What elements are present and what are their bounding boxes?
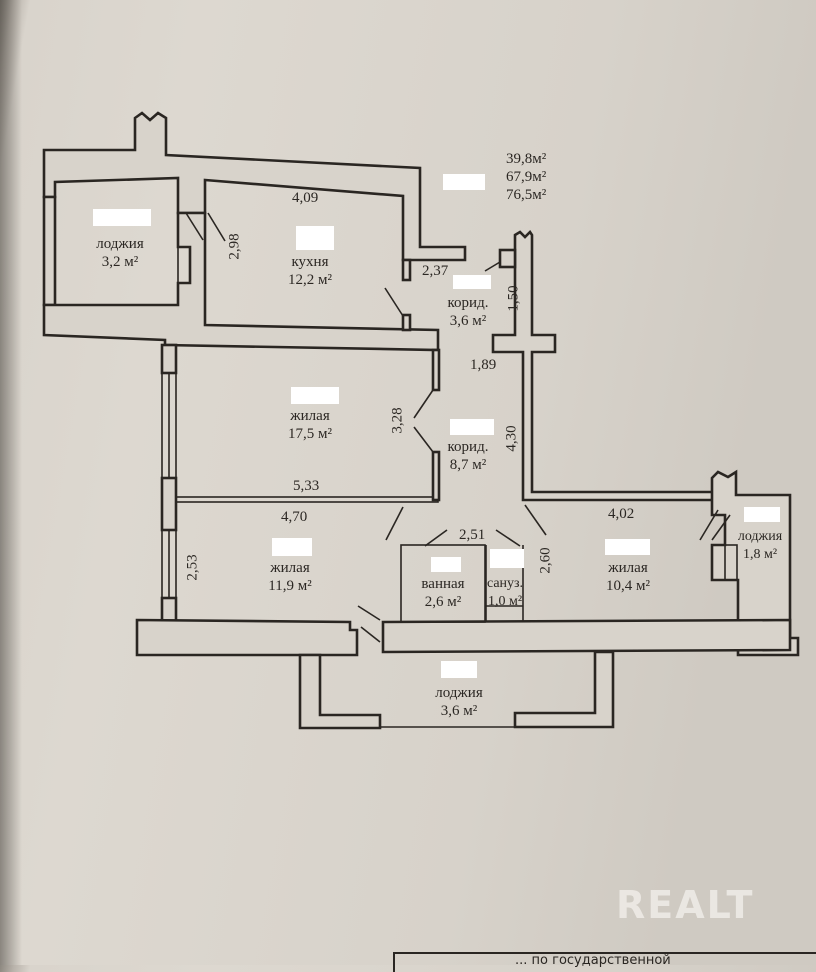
- door-loggia: [185, 212, 204, 241]
- wall-stub-4: [431, 450, 441, 502]
- wall-south-west: [135, 618, 359, 657]
- wall-stub-kitchen-door: [401, 313, 412, 332]
- room-corridor-main: корид. 8,7 м²: [428, 438, 508, 474]
- door-entry-a: [357, 605, 381, 621]
- room-area: 11,9 м²: [268, 578, 312, 594]
- loggia-east-niche: [724, 544, 738, 581]
- room-area: 1,8 м²: [742, 547, 778, 562]
- dim-corridor-main-depth: 4,30: [503, 425, 520, 452]
- redaction-box: [744, 507, 780, 522]
- room-name: сануз.: [486, 576, 524, 591]
- room-area: 17,5 м²: [288, 426, 332, 442]
- door-living-b: [413, 426, 434, 453]
- wall-niche-corridor: [498, 248, 517, 269]
- room-area: 10,4 м²: [606, 578, 650, 594]
- room-name: жилая: [290, 408, 330, 424]
- room-area: 3,6 м²: [440, 703, 478, 719]
- room-loggia-nw: лоджия 3,2 м²: [80, 235, 160, 271]
- wall-stub-3: [431, 348, 441, 392]
- room-area: 2,6 м²: [424, 594, 462, 610]
- room-loggia-e: лоджия 1,8 м²: [730, 528, 790, 564]
- door-living-a: [413, 389, 434, 419]
- room-area: 12,2 м²: [288, 272, 332, 288]
- total-living-area: 39,8м²: [506, 151, 547, 167]
- room-name: лоджия: [737, 529, 783, 544]
- total-area-with-loggias: 76,5м²: [506, 187, 547, 203]
- room-name: корид.: [447, 439, 489, 455]
- redaction-box: [296, 226, 334, 250]
- redaction-box: [453, 275, 491, 289]
- redaction-box: [431, 557, 461, 572]
- door-living-sw: [385, 506, 404, 541]
- redaction-box: [605, 539, 650, 555]
- room-area: 3,2 м²: [101, 254, 139, 270]
- redaction-box: [272, 538, 312, 556]
- room-toilet: сануз. 1,0 м²: [484, 575, 526, 611]
- door-living-se: [524, 504, 547, 536]
- room-name: ванная: [421, 576, 465, 592]
- room-kitchen: кухня 12,2 м²: [270, 253, 350, 289]
- redaction-box: [93, 209, 151, 226]
- dim-corridor-small-depth: 1,50: [505, 285, 522, 312]
- room-name: жилая: [270, 560, 310, 576]
- door-loggia-east-b: [711, 514, 731, 541]
- paper-edge-shadow: [0, 0, 22, 965]
- door-entry-b: [360, 626, 381, 643]
- window-pier-top: [160, 343, 178, 375]
- room-living-large: жилая 17,5 м²: [270, 407, 350, 443]
- bath-block: [400, 544, 486, 623]
- wall-south-east: [381, 618, 792, 654]
- door-bath: [424, 529, 448, 547]
- room-loggia-s: лоджия 3,6 м²: [419, 684, 499, 720]
- dim-corridor-gap: 1,89: [470, 357, 497, 373]
- wall-stub-kitchen-east: [401, 258, 412, 282]
- wall-loggia-south: [298, 653, 382, 730]
- dim-corridor-small-width: 2,37: [422, 263, 449, 279]
- dim-living-se-depth: 2,60: [537, 547, 554, 574]
- dim-living-sw-width: 4,70: [281, 509, 308, 525]
- room-living-sw: жилая 11,9 м²: [250, 559, 330, 595]
- redaction-box: [443, 174, 485, 190]
- room-area: 8,7 м²: [449, 457, 487, 473]
- dim-living-se-width: 4,02: [608, 506, 635, 522]
- dim-living-large-width: 5,33: [293, 478, 320, 494]
- wall-north: [42, 111, 467, 262]
- footer-stamp-text: ... по государственной: [393, 952, 816, 972]
- redaction-box: [450, 419, 494, 435]
- door-kitchen-corridor: [384, 287, 404, 317]
- dim-living-large-depth: 3,28: [389, 407, 406, 434]
- dim-kitchen-width: 4,09: [292, 190, 319, 206]
- dim-living-sw-depth: 2,53: [184, 554, 201, 581]
- room-living-se: жилая 10,4 м²: [588, 559, 668, 595]
- realt-watermark-logo: REALT: [616, 883, 755, 927]
- wall-corridor-east: [491, 229, 717, 502]
- redaction-box: [490, 549, 524, 568]
- total-area: 67,9м²: [506, 169, 547, 185]
- redaction-box: [441, 661, 477, 678]
- dim-bath-block-width: 2,51: [459, 527, 486, 543]
- room-area: 3,6 м²: [449, 313, 487, 329]
- room-name: жилая: [608, 560, 648, 576]
- room-name: корид.: [447, 295, 489, 311]
- area-totals: 39,8м² 67,9м² 76,5м²: [506, 150, 546, 204]
- room-name: кухня: [291, 254, 329, 270]
- redaction-box: [291, 387, 339, 404]
- room-corridor-small: корид. 3,6 м²: [428, 294, 508, 330]
- door-loggia-east-a: [699, 509, 719, 541]
- wall-loggia-west: [42, 195, 57, 307]
- room-name: лоджия: [435, 685, 483, 701]
- dim-kitchen-depth: 2,98: [226, 233, 243, 260]
- door-corridor-small: [484, 261, 501, 272]
- window-pier-middle: [160, 476, 178, 532]
- wall-niche: [177, 246, 191, 284]
- room-name: лоджия: [96, 236, 144, 252]
- partition-living: [175, 496, 439, 503]
- door-kitchen: [207, 212, 226, 242]
- door-toilet: [495, 529, 521, 547]
- room-bathroom: ванная 2,6 м²: [405, 575, 481, 611]
- wall-loggia-south-east: [513, 650, 615, 729]
- room-area: 1,0 м²: [487, 594, 523, 609]
